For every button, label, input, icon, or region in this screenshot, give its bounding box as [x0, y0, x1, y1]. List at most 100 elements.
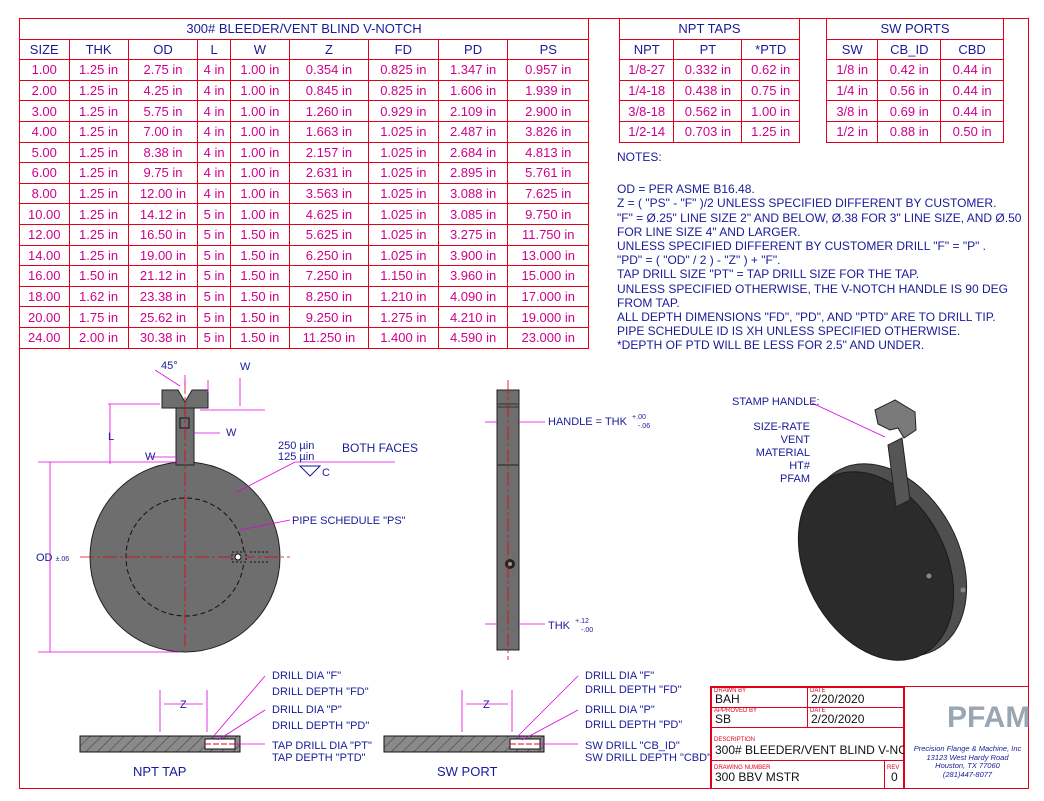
front-view [38, 369, 395, 653]
dimension-table-cell: 5 in [197, 244, 231, 267]
note-line: Z = ( "PS" - "F" )/2 UNLESS SPECIFIED DI… [617, 196, 997, 211]
date1-caption: DATE [810, 688, 826, 694]
dimension-table-cell: 1.50 in [68, 265, 129, 287]
date2-value: 2/20/2020 [811, 712, 865, 726]
sw-ports-cell: 0.56 in [877, 79, 942, 102]
dimension-table-cell: 15.000 in [507, 265, 589, 287]
sw-cbd: SW DRILL DEPTH "CBD" [585, 752, 711, 764]
sw-cb-id: SW DRILL "CB_ID" [585, 740, 680, 752]
dimension-table-cell: 9.750 in [507, 203, 589, 225]
dimension-table-cell: 1.025 in [367, 182, 439, 205]
dimension-table-cell: 6.250 in [288, 244, 369, 267]
dimension-table-cell: 3.900 in [437, 244, 509, 267]
npt-section-title: NPT TAP [133, 764, 187, 779]
surface-finish: 250 µin 125 µin [278, 441, 314, 463]
dimension-table-cell: 1.606 in [437, 79, 509, 102]
dimension-table-header-cell: PS [507, 38, 589, 61]
pipe-schedule-label: PIPE SCHEDULE "PS" [292, 515, 406, 527]
sw-ports-cell: 1/2 in [825, 120, 879, 143]
thk-tol-bot: -.00 [581, 627, 594, 634]
thk-label: THK +.12 -.00 [548, 617, 593, 635]
angle-label: 45° [161, 360, 178, 372]
dimension-table-cell: 14.12 in [127, 203, 199, 225]
dimension-table-cell: 5 in [197, 223, 231, 246]
npt-tap-pt: TAP DRILL DIA "PT" [272, 740, 372, 752]
sw-z-label: Z [483, 699, 490, 711]
finish-1: 250 µin [278, 440, 315, 452]
dimension-table-cell: 0.354 in [288, 59, 369, 81]
sw-drill-p: DRILL DIA "P" [585, 704, 655, 716]
date2-cell: DATE 2/20/2020 [807, 707, 904, 728]
sw-ports-cell: 1/4 in [825, 79, 879, 102]
npt-taps-cell: 0.62 in [741, 59, 800, 81]
date1-cell: DATE 2/20/2020 [807, 687, 904, 708]
sw-ports-header-cell: CB_ID [877, 38, 942, 61]
dimension-table-cell: 1.400 in [367, 326, 439, 349]
finish-c: C [322, 467, 330, 479]
dimension-table-cell: 1.50 in [229, 223, 290, 246]
npt-taps-cell: 1/4-18 [618, 79, 675, 102]
dimension-table-cell: 0.825 in [367, 59, 439, 81]
drawn-by-cell: DRAWN BY BAH [711, 687, 808, 708]
company-name: Precision Flange & Machine, Inc [913, 744, 1022, 753]
note-line: "F" = Ø.25" LINE SIZE 2" AND BELOW, Ø.38… [617, 210, 1022, 239]
dimension-table-cell: 23.38 in [127, 285, 199, 308]
npt-drill-f: DRILL DIA "F" [272, 670, 342, 682]
dimension-table-cell: 1.00 in [229, 100, 290, 122]
dimension-table-cell: 17.000 in [507, 285, 589, 308]
note-line: TAP DRILL SIZE "PT" = TAP DRILL SIZE FOR… [617, 267, 920, 282]
sw-section [383, 675, 579, 753]
od-tolerance: ±.06 [55, 556, 70, 563]
npt-drill-pd: DRILL DEPTH "PD" [272, 720, 370, 732]
handle-text: HANDLE = THK [548, 415, 627, 428]
dimension-table-cell: 2.00 in [68, 326, 129, 349]
dimension-table-cell: 3.275 in [437, 223, 509, 246]
dimension-table-cell: 1.00 in [229, 79, 290, 102]
handle-label: HANDLE = THK +.00 -.06 [548, 413, 650, 431]
handle-tol-top: +.00 [632, 414, 646, 421]
company-city: Houston, TX 77060 [935, 761, 1000, 770]
dimension-table-cell: 1.025 in [367, 120, 439, 143]
note-line: PIPE SCHEDULE ID IS XH UNLESS SPECIFIED … [617, 324, 961, 339]
dimension-table-header-cell: SIZE [19, 38, 70, 61]
dimension-table-cell: 3.00 [19, 100, 70, 122]
dimension-table-cell: 1.00 in [229, 162, 290, 184]
dimension-table-cell: 0.825 in [367, 79, 439, 102]
npt-section [79, 675, 266, 753]
company-address: Precision Flange & Machine, Inc 13123 We… [905, 744, 1030, 779]
od-label: OD ±.06 [36, 552, 69, 564]
dimension-table-cell: 1.00 in [229, 182, 290, 205]
sw-ports-cell: 0.50 in [940, 120, 1004, 143]
dimension-table-cell: 24.00 [19, 326, 70, 349]
npt-taps-title: NPT TAPS [619, 18, 800, 40]
npt-taps-header-cell: NPT [618, 38, 675, 61]
dimension-table-cell: 1.25 in [68, 120, 129, 143]
npt-taps-header-cell: PT [673, 38, 743, 61]
rev-caption: REV [887, 765, 900, 771]
note-line: OD = PER ASME B16.48. [617, 182, 755, 197]
npt-taps-cell: 1/2-14 [618, 120, 675, 143]
approved-value: SB [715, 712, 732, 726]
dimension-table-cell: 11.750 in [507, 223, 589, 246]
description-value: 300# BLEEDER/VENT BLIND V-NOTCH [715, 743, 933, 757]
npt-taps-cell: 0.562 in [673, 100, 743, 122]
sw-drill-fd: DRILL DEPTH "FD" [585, 684, 682, 696]
dimension-table-cell: 1.25 in [68, 182, 129, 205]
drawn-by-value: BAH [715, 692, 740, 706]
finish-note: BOTH FACES [342, 441, 419, 455]
dimension-table-cell: 7.00 in [127, 120, 199, 143]
